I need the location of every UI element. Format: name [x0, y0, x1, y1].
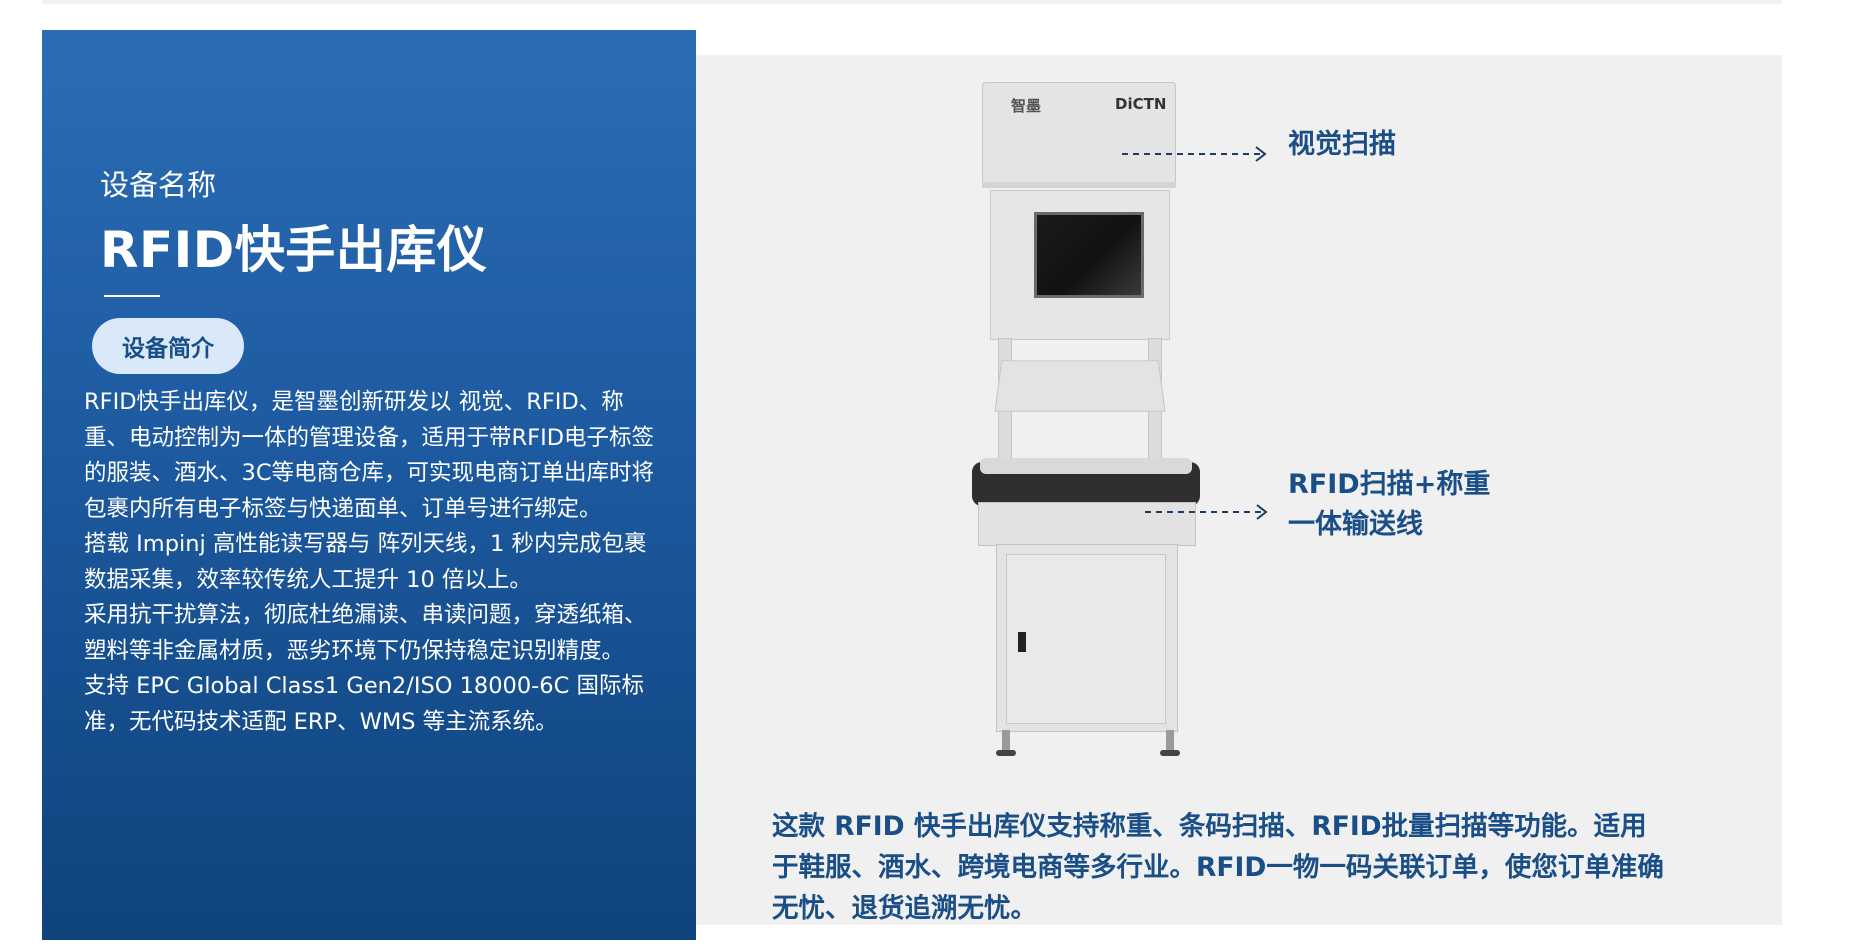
- rfid-label-line2: 一体输送线: [1288, 509, 1423, 540]
- device-title: RFID快手出库仪: [100, 221, 488, 279]
- machine-conveyor-top: [980, 458, 1192, 474]
- description-paragraph: RFID快手出库仪，是智墨创新研发以 视觉、RFID、称重、电动控制为一体的管理…: [84, 389, 655, 522]
- device-info-panel: 设备名称 RFID快手出库仪 设备简介 RFID快手出库仪，是智墨创新研发以 视…: [42, 30, 696, 940]
- vision-arrow-icon: [1122, 146, 1267, 162]
- rfid-label-line1: RFID扫描+称重: [1288, 469, 1491, 500]
- device-intro-badge[interactable]: 设备简介: [92, 318, 244, 374]
- machine-foot-right: [1160, 750, 1180, 756]
- machine-screen: [1034, 212, 1144, 298]
- description-paragraph: 搭载 Impinj 高性能读写器与 阵列天线，1 秒内完成包裹数据采集，效率较传…: [84, 531, 647, 593]
- machine-door-handle: [1018, 632, 1026, 652]
- rfid-scan-label: RFID扫描+称重 一体输送线: [1288, 465, 1490, 545]
- rfid-arrow-icon: [1145, 504, 1268, 520]
- product-machine-image: 智墨 DiCTN: [972, 82, 1232, 802]
- description-paragraph: 支持 EPC Global Class1 Gen2/ISO 18000-6C 国…: [84, 673, 644, 735]
- vision-scan-label: 视觉扫描: [1288, 129, 1396, 160]
- device-description: RFID快手出库仪，是智墨创新研发以 视觉、RFID、称重、电动控制为一体的管理…: [84, 385, 664, 740]
- top-divider: [42, 0, 1782, 4]
- machine-tray: [994, 360, 1166, 412]
- machine-scanner-head: 智墨 DiCTN: [982, 82, 1176, 186]
- machine-head-base: [982, 182, 1176, 188]
- product-summary: 这款 RFID 快手出库仪支持称重、条码扫描、RFID批量扫描等功能。适用于鞋服…: [772, 811, 1664, 924]
- device-name-label: 设备名称: [100, 168, 217, 202]
- machine-leg-right: [1166, 730, 1174, 752]
- machine-logo-left: 智墨: [1011, 97, 1042, 115]
- machine-foot-left: [996, 750, 1016, 756]
- description-paragraph: 采用抗干扰算法，彻底杜绝漏读、串读问题，穿透纸箱、塑料等非金属材质，恶劣环境下仍…: [84, 602, 647, 664]
- machine-logo-right: DiCTN: [1115, 95, 1167, 113]
- product-showcase-panel: [696, 55, 1782, 925]
- machine-conveyor-frame: [978, 502, 1196, 546]
- machine-leg-left: [1002, 730, 1010, 752]
- machine-cabinet-door: [1006, 554, 1166, 724]
- title-divider: [104, 295, 160, 297]
